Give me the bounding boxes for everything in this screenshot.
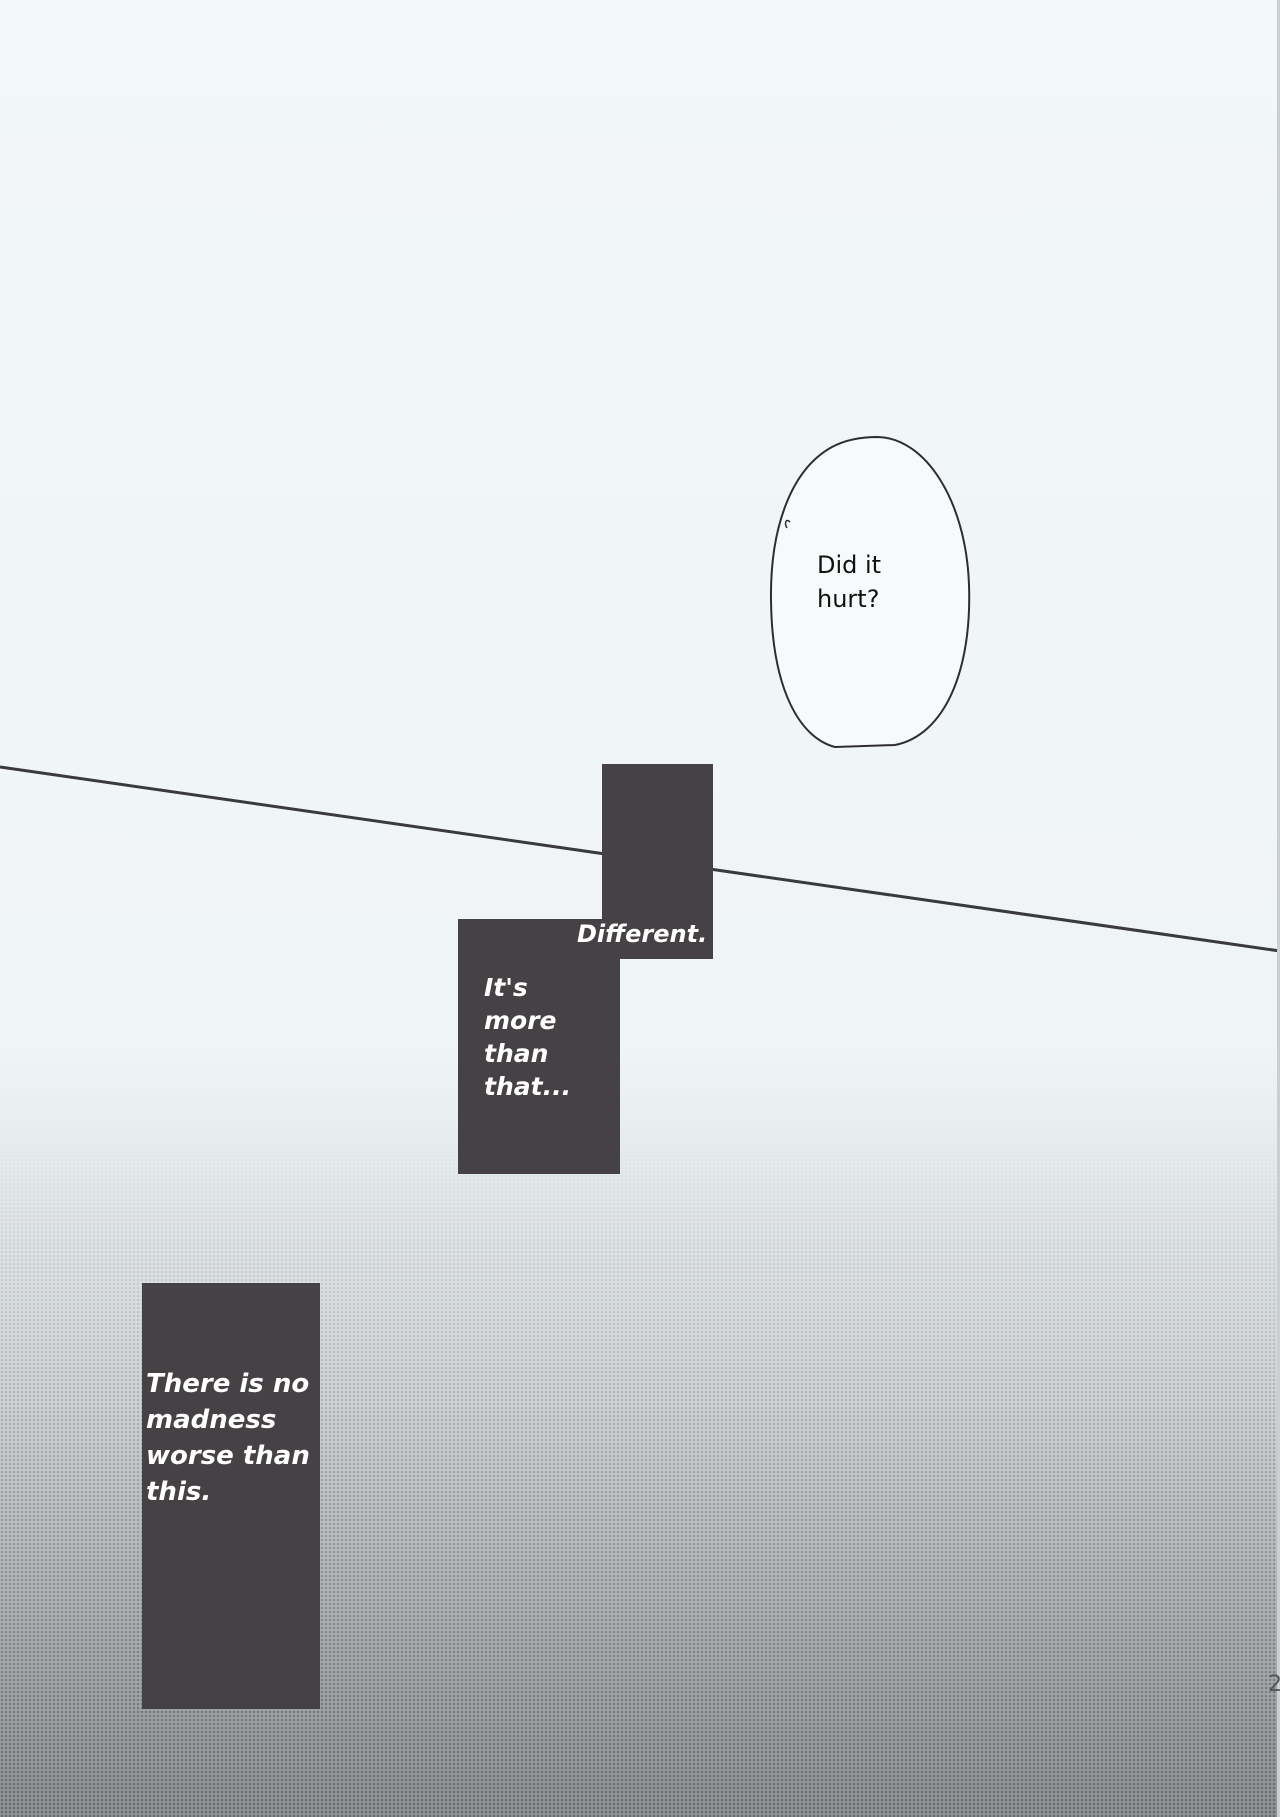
- caption-different: Different.: [577, 920, 708, 948]
- caption-box-madness: [142, 1283, 320, 1709]
- page-edge: [1277, 0, 1280, 1817]
- speech-bubble-tail-stroke: [784, 519, 791, 529]
- caption-box-different: [602, 764, 713, 959]
- page-number: 2: [1268, 1672, 1280, 1697]
- caption-more-than-that: It's more than that...: [484, 973, 572, 1101]
- caption-madness: There is no madness worse than this.: [146, 1369, 310, 1507]
- speech-bubble-text: Did it hurt?: [817, 551, 882, 613]
- speech-bubble-outline: [769, 435, 971, 749]
- caption-box-more-than-that: [458, 919, 620, 1174]
